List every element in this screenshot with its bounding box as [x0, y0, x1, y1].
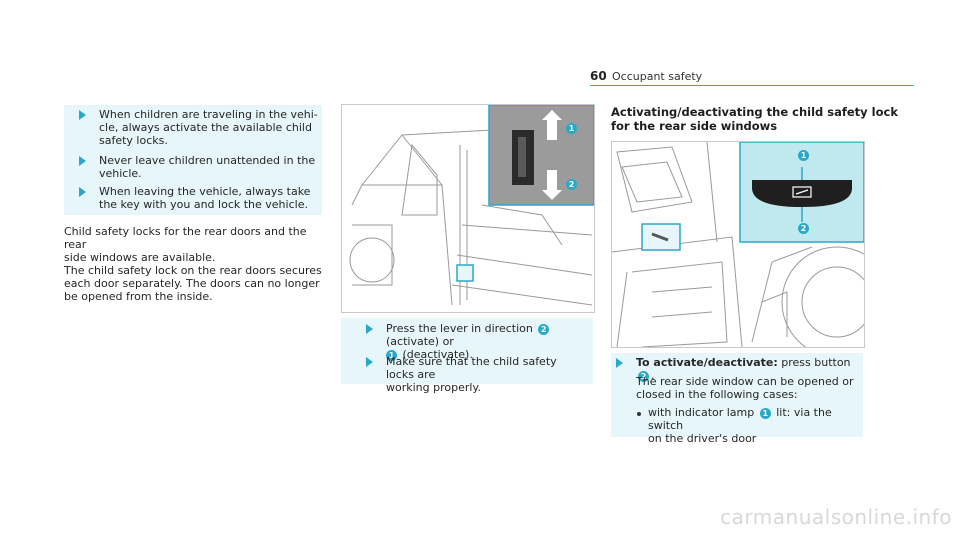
warning-item: Never leave children unattended in the v… [79, 154, 319, 180]
warning-panel [64, 105, 322, 215]
callout-1: 1 [798, 150, 809, 161]
list-bullet [637, 412, 641, 416]
child-lock-description: Child safety locks for the rear doors an… [64, 225, 322, 303]
section-title: Occupant safety [612, 70, 703, 83]
arrow-icon [366, 357, 373, 367]
list-item: with indicator lamp 1 lit: via the switc… [648, 406, 860, 445]
header-rule [590, 85, 914, 86]
direction-1-badge: 1 [386, 349, 397, 361]
watermark: carmanualsonline.info [720, 505, 952, 529]
instruction-panel [341, 318, 593, 384]
callout-1: 1 [566, 123, 577, 134]
step-text: (deactivate). [399, 348, 473, 361]
door-panel-illustration [612, 142, 864, 347]
instruction-step: Press the lever in direction 2 (activate… [366, 322, 588, 361]
list-text: lit: via the switch [648, 406, 832, 432]
window-lock-figure: 1 2 [611, 141, 865, 348]
warning-item: When leaving the vehicle, always take th… [79, 185, 319, 211]
list-text: on the driver's door [648, 432, 757, 445]
step-text: Make sure that the child safety locks ar… [386, 355, 557, 394]
page-number: 60 [590, 69, 607, 83]
arrow-icon [616, 358, 623, 368]
warning-text: Never leave children unattended in the v… [99, 154, 316, 180]
instruction-panel [611, 353, 863, 437]
page-header: 60 Occupant safety [590, 69, 914, 87]
list-text: with indicator lamp [648, 406, 758, 419]
arrow-icon [79, 110, 86, 120]
instruction-text: . [651, 369, 655, 382]
direction-2-badge: 2 [538, 323, 550, 335]
instruction-step: To activate/deactivate: press button 2. [616, 356, 860, 382]
button-2-badge: 2 [638, 370, 649, 382]
arrow-icon [79, 156, 86, 166]
instruction-lead: To activate/deactivate: [636, 356, 778, 369]
arrow-icon [79, 187, 86, 197]
instruction-step: Make sure that the child safety locks ar… [366, 355, 588, 394]
step-text: (activate) or [386, 335, 454, 348]
section-heading: Activating/deactivating the child safety… [611, 105, 898, 133]
callout-2: 2 [566, 179, 577, 190]
car-door-illustration [349, 105, 594, 306]
door-lock-figure: 1 2 [341, 104, 595, 313]
instruction-text: press button [777, 356, 851, 369]
callout-2: 2 [798, 223, 809, 234]
arrow-icon [366, 324, 373, 334]
window-lock-text: The rear side window can be opened or cl… [636, 375, 854, 401]
warning-item: When children are traveling in the vehi-… [79, 108, 319, 147]
step-text: Press the lever in direction [386, 322, 537, 335]
warning-text: When children are traveling in the vehi-… [99, 108, 318, 147]
lamp-1-badge: 1 [759, 407, 771, 419]
warning-text: When leaving the vehicle, always take th… [99, 185, 311, 211]
